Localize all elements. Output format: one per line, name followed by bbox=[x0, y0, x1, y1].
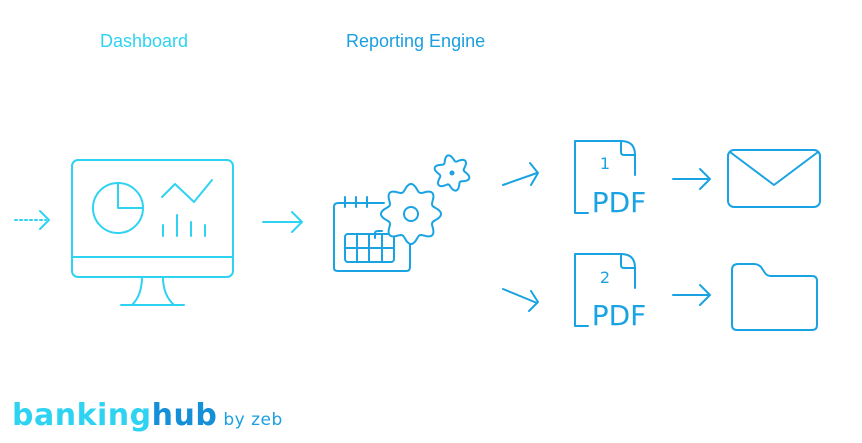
document-number: 1 bbox=[600, 154, 610, 173]
arrow-icon bbox=[672, 168, 711, 306]
envelope-icon bbox=[727, 149, 821, 208]
folder-icon bbox=[731, 263, 818, 331]
calendar-icon bbox=[333, 196, 411, 272]
document-type: PDF bbox=[592, 186, 647, 219]
arrow-icon bbox=[502, 162, 539, 312]
bar-chart-icon bbox=[162, 214, 206, 237]
dotted-arrow-icon bbox=[14, 210, 50, 230]
small-gear-icon bbox=[433, 154, 471, 192]
dashboard-label: Dashboard bbox=[100, 31, 189, 51]
reporting-engine-label: Reporting Engine bbox=[346, 31, 486, 51]
pdf-document-icon bbox=[574, 140, 636, 214]
line-chart-icon bbox=[161, 179, 213, 203]
monitor-icon bbox=[71, 159, 234, 306]
document-type: PDF bbox=[592, 299, 647, 332]
document-number: 2 bbox=[600, 268, 610, 287]
arrow-icon bbox=[262, 211, 303, 233]
gear-icon bbox=[380, 183, 442, 245]
pdf-document-icon bbox=[574, 253, 636, 327]
pie-chart-icon bbox=[92, 182, 144, 234]
